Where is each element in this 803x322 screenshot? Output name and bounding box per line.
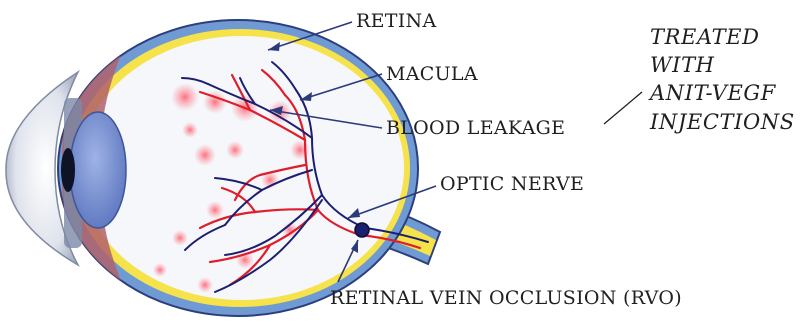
label-blood-leakage: BLOOD LEAKAGE <box>386 117 565 139</box>
treatment-note: TREATED WITH ANIT-VEGF INJECTIONS <box>648 25 795 134</box>
label-optic-nerve: OPTIC NERVE <box>440 173 584 195</box>
label-retina: RETINA <box>356 10 437 32</box>
note-line-2: WITH <box>650 53 715 77</box>
occlusion-point <box>355 223 369 237</box>
note-line-4: INJECTIONS <box>649 110 795 134</box>
note-line-1: TREATED <box>650 25 760 49</box>
note-line-3: ANIT-VEGF <box>648 81 777 105</box>
note-connector-line <box>604 92 642 124</box>
label-rvo: RETINAL VEIN OCCLUSION (RVO) <box>330 287 682 309</box>
label-macula: MACULA <box>386 63 478 85</box>
